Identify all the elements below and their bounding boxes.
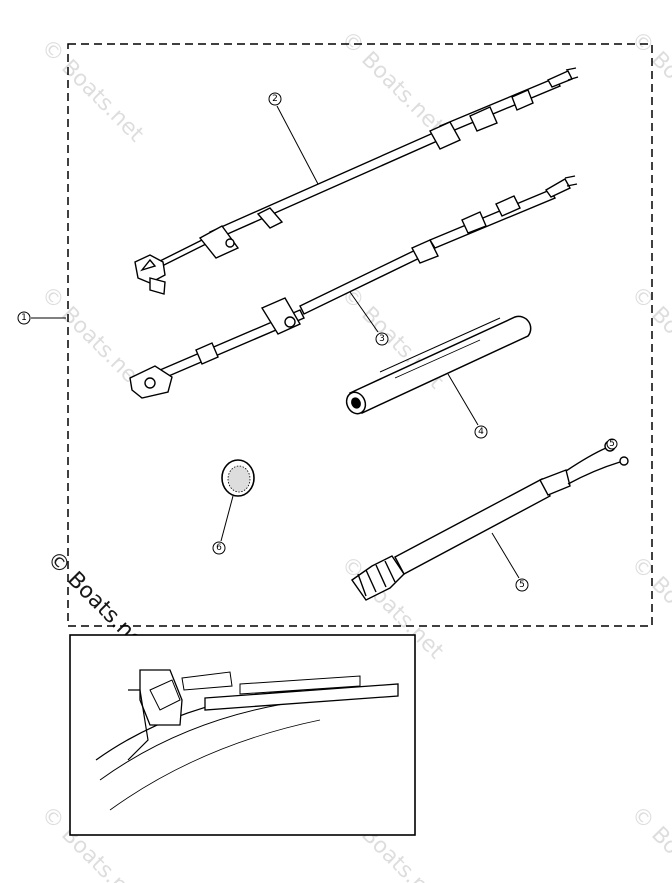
watermark: © Boats.net: [626, 552, 672, 665]
throttle-cable: [134, 67, 579, 295]
callout-3-label: 3: [379, 334, 385, 344]
callout-5-label-wire: 5: [609, 439, 615, 449]
plug: [221, 459, 255, 497]
callout-5-label: 5: [519, 580, 525, 590]
watermark: © Boats.net: [36, 35, 149, 148]
harness: [351, 440, 629, 601]
callout-2: 2: [268, 92, 319, 185]
callout-1: 1: [17, 311, 66, 325]
shift-cable: [129, 175, 578, 399]
callout-2-label: 2: [272, 94, 278, 104]
watermark: © Boats.net: [626, 802, 672, 883]
kit-boundary: [67, 43, 653, 627]
installation-inset: [69, 634, 416, 836]
tube: [345, 315, 532, 415]
callout-4-label: 4: [478, 427, 484, 437]
callout-6-label: 6: [216, 543, 222, 553]
callout-1-label: 1: [21, 313, 27, 323]
watermark: © Boats.net: [626, 282, 672, 395]
callout-5: 5 5: [491, 438, 618, 592]
watermark: © Boats.net: [336, 27, 449, 140]
callout-4: 4: [447, 373, 488, 439]
callout-3: 3: [349, 291, 389, 346]
callout-6: 6: [212, 495, 234, 555]
